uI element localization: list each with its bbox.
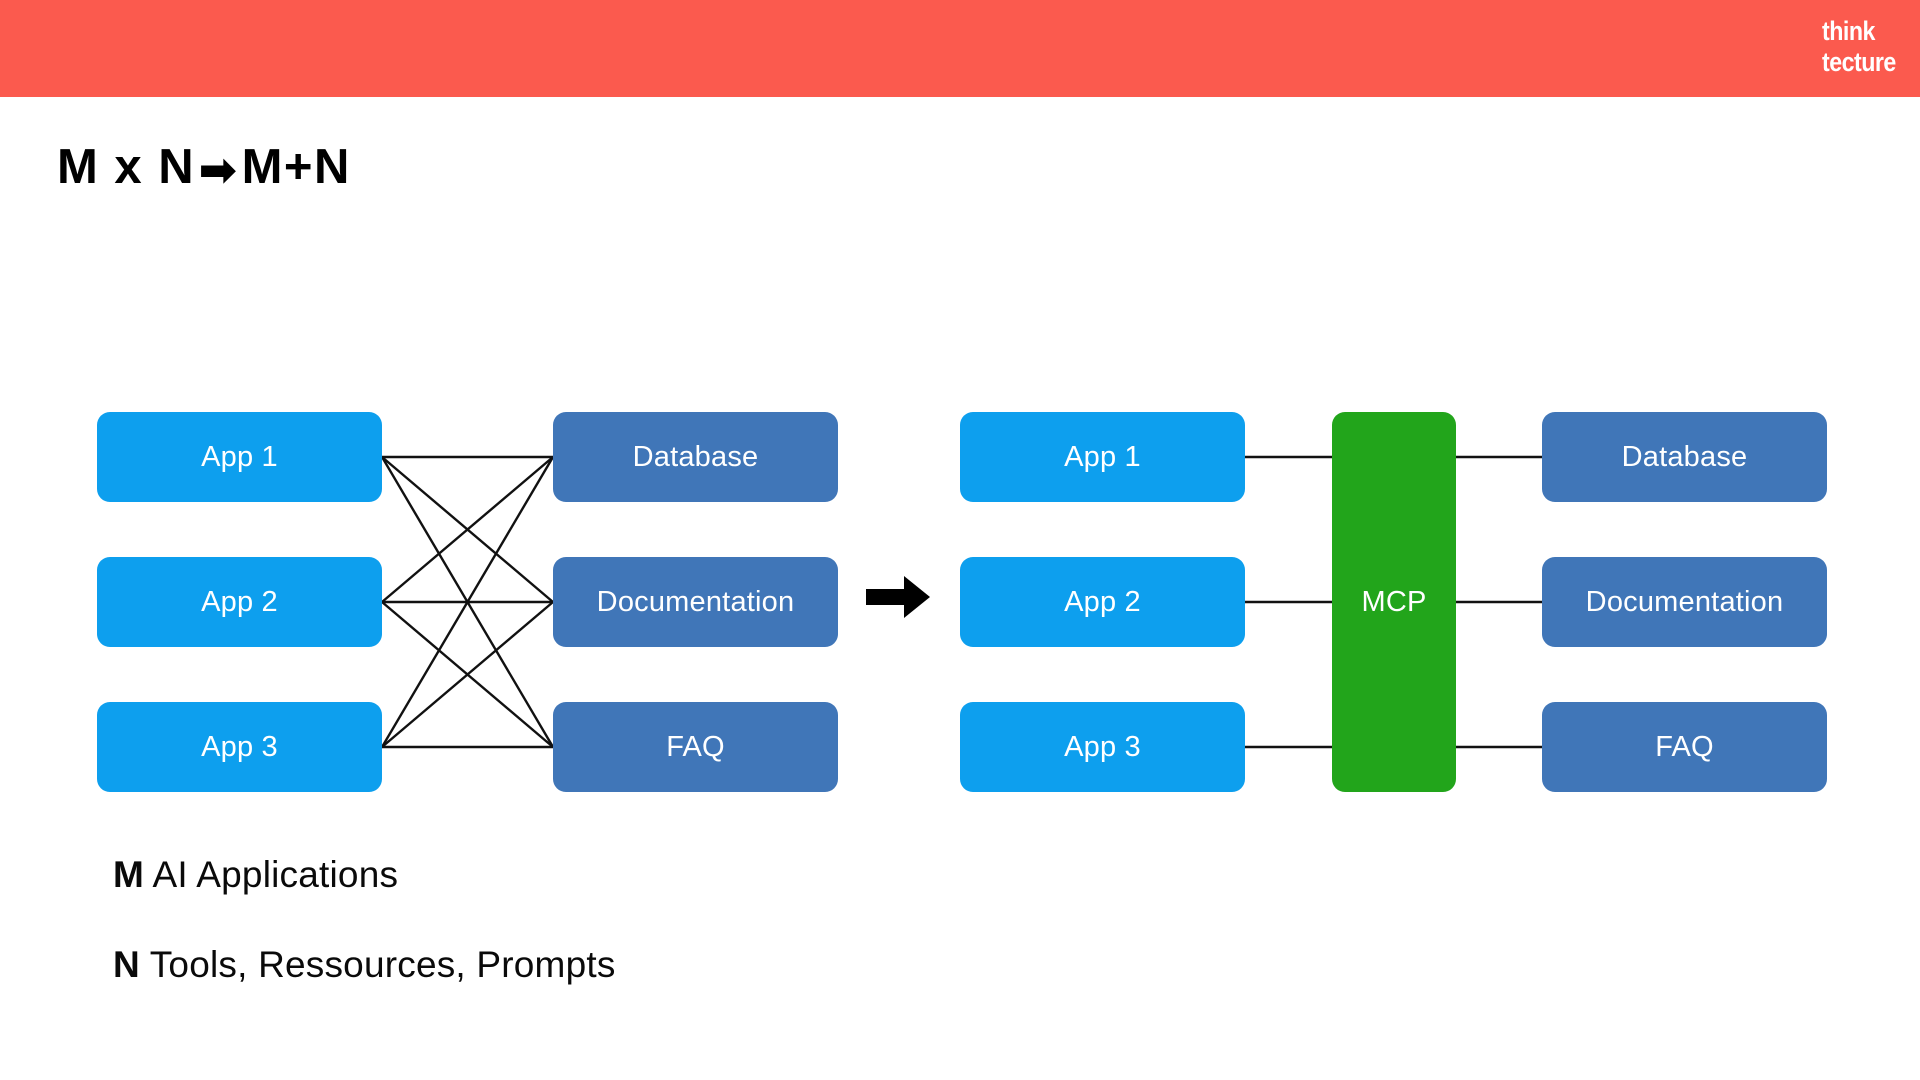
header-bar: think tecture [0, 0, 1920, 97]
node-label: App 1 [1064, 440, 1141, 473]
left-resource-node-database[interactable]: Database [553, 412, 838, 502]
legend-key-m: M [113, 854, 145, 895]
right-resource-node-faq[interactable]: FAQ [1542, 702, 1827, 792]
right-app-node-2[interactable]: App 2 [960, 557, 1245, 647]
node-label: App 1 [201, 440, 278, 473]
right-app-node-1[interactable]: App 1 [960, 412, 1245, 502]
node-label: MCP [1361, 585, 1427, 618]
left-app-node-1[interactable]: App 1 [97, 412, 382, 502]
logo-line-2: tecture [1822, 47, 1896, 77]
right-resource-node-documentation[interactable]: Documentation [1542, 557, 1827, 647]
left-resource-node-documentation[interactable]: Documentation [553, 557, 838, 647]
node-label: Database [632, 440, 759, 473]
right-resource-node-database[interactable]: Database [1542, 412, 1827, 502]
left-resource-node-faq[interactable]: FAQ [553, 702, 838, 792]
title-arrow-icon: ➡ [199, 146, 238, 195]
thinktecture-logo: think tecture [1822, 16, 1896, 78]
node-label: App 2 [1064, 585, 1141, 618]
left-app-node-2[interactable]: App 2 [97, 557, 382, 647]
legend-text-n: Tools, Ressources, Prompts [139, 944, 616, 985]
node-label: App 2 [201, 585, 278, 618]
logo-line-1: think [1822, 16, 1876, 46]
legend-key-n: N [113, 944, 140, 985]
node-label: Documentation [596, 585, 795, 618]
transform-arrow-icon [866, 576, 930, 618]
legend-item-n: N Tools, Ressources, Prompts [113, 944, 616, 986]
node-label: Database [1621, 440, 1748, 473]
node-label: FAQ [666, 730, 725, 763]
left-mesh-edges [380, 455, 555, 749]
node-label: App 3 [1064, 730, 1141, 763]
node-label: Documentation [1585, 585, 1784, 618]
right-app-node-3[interactable]: App 3 [960, 702, 1245, 792]
page-title: M x N➡M+N [57, 137, 351, 201]
mcp-hub-node[interactable]: MCP [1332, 412, 1456, 792]
title-right-term: M+N [241, 140, 351, 194]
title-left-term: M x N [57, 140, 196, 194]
node-label: App 3 [201, 730, 278, 763]
legend-item-m: M AI Applications [113, 854, 398, 896]
legend-text-m: AI Applications [144, 854, 399, 895]
node-label: FAQ [1655, 730, 1714, 763]
left-app-node-3[interactable]: App 3 [97, 702, 382, 792]
